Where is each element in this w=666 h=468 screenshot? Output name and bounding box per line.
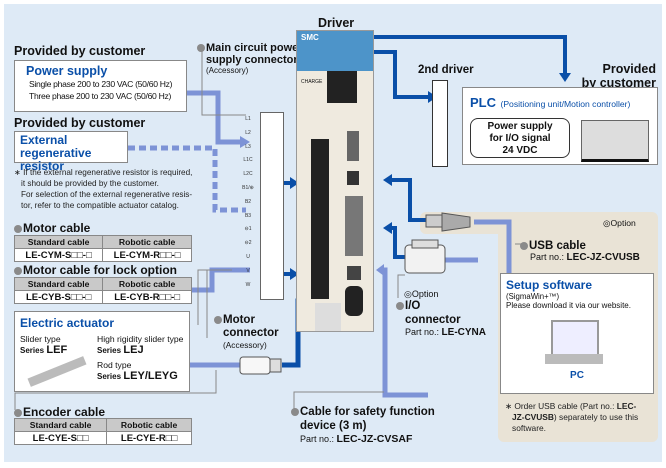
bullet-dot [396,301,404,310]
main-circuit-subtitle: (Accessory) [206,66,249,75]
actuator-item-lej: High rigidity slider type Series LEJ [97,334,184,356]
main-circuit-title-1: Main circuit power [206,42,303,54]
safety-cable-label: Cable for safety function device (3 m) P… [291,405,435,445]
regen-title-2: regenerative resistor [20,146,92,173]
arrow-power-supply [240,136,250,148]
line-usb-cable [474,219,512,280]
option-tag: ◎Option [603,218,636,228]
regen-note-line: it should be provided by the customer. [21,179,159,188]
regen-note-line: For selection of the external regenerati… [21,190,193,199]
driver-brand-logo: SMC [301,33,319,42]
cn6-port [327,71,357,103]
regen-title-1: External [20,133,68,147]
regen-note-line: tor, refer to the compatible actuator ca… [21,201,179,210]
cn3-port [347,131,359,161]
plc-provided-line: Provided [602,62,657,76]
power-supply-title: Power supply [26,64,108,78]
regen-note-line: ∗ If the external regenerative resistor … [14,168,193,177]
main-circuit-title-2: supply connector [206,54,298,66]
line-power-supply [187,90,240,145]
setup-software-desc: Please download it via our website. [506,301,631,310]
plc-box: PLC (Positioning unit/Motion controller)… [462,87,658,165]
bullet-dot [291,407,299,416]
plc-subtitle: (Positioning unit/Motion controller) [500,99,631,109]
terminal-block [260,112,284,300]
actuator-image [27,356,87,387]
cn7-port [347,171,359,185]
usb-plug-icon [425,212,471,232]
charge-label: CHARGE [301,79,323,85]
ground-terminal [315,303,341,331]
power-supply-line-1: Single phase 200 to 230 VAC (50/60 Hz) [29,79,173,89]
main-circuit-connector-label: Main circuit power supply connector (Acc… [197,42,303,75]
power-supply-line-2: Three phase 200 to 230 VAC (50/60 Hz) [29,91,172,101]
plc-unit-icon [581,120,649,162]
bullet-dot [214,315,222,324]
driver-top-panel: SMC [297,31,373,71]
regen-resistor-box: External regenerative resistor [14,131,128,173]
line-driver-to-plc [340,35,567,75]
bullet-dot [14,266,22,275]
power-supply-provided-header: Provided by customer [14,44,146,58]
io-option-tag: ◎Option [404,289,439,299]
power-supply-box: Power supply Single phase 200 to 230 VAC… [14,60,187,112]
regen-note: ∗ If the external regenerative resistor … [14,167,192,211]
plc-provided-header: Provided by customer [560,62,656,90]
bullet-dot [14,224,22,233]
pc-label: PC [570,370,584,381]
second-driver-unit [432,80,448,167]
setup-software-title: Setup software [506,278,593,292]
motor-cable-title: Motor cable [14,221,90,235]
driver-unit: SMC CHARGE [296,30,374,332]
setup-software-name: (SigmaWin+™) [506,292,560,301]
cn8-port [347,266,361,280]
plc-provided-line: by customer [581,76,656,90]
encoder-cable-title: Encoder cable [14,405,105,419]
motor-connector-label: Motor connector (Accessory) [214,314,279,350]
driver-title: Driver [318,16,355,30]
actuator-item-ley: Rod type Series LEY/LEYG [97,360,178,382]
line-io-to-cn1 [390,226,405,259]
io-connector-label: ◎Option I/O connector Part no.: LE-CYNA [396,289,486,338]
pc-keyboard-icon [545,354,603,364]
cn1-port [345,196,363,256]
usb-cable-label: USB cable Part no.: LEC-JZ-CVUSB [520,240,640,263]
bullet-dot [197,44,205,53]
cn2-port [345,286,363,316]
actuator-title: Electric actuator [20,316,115,330]
pc-screen-icon [551,320,599,356]
electric-actuator-box: Electric actuator Slider type Series LEF… [14,311,190,392]
bullet-dot [520,241,528,250]
line-usb-to-cn7 [390,178,435,222]
io-connector-icon [404,239,446,274]
usb-order-note: ∗ Order USB cable (Part no.: LEC-JZ-CVUS… [505,401,639,433]
motor-cable-lock-title: Motor cable for lock option [14,263,177,277]
actuator-item-lef: Slider type Series LEF [20,334,68,356]
motor-connector-icon [239,356,282,375]
main-terminal-connector [311,139,329,299]
second-driver-title: 2nd driver [418,64,474,76]
plc-title: PLC [470,95,496,110]
bullet-dot [14,408,22,417]
regen-provided-header: Provided by customer [14,116,146,130]
setup-software-box: Setup software (SigmaWin+™) Please downl… [500,273,654,394]
